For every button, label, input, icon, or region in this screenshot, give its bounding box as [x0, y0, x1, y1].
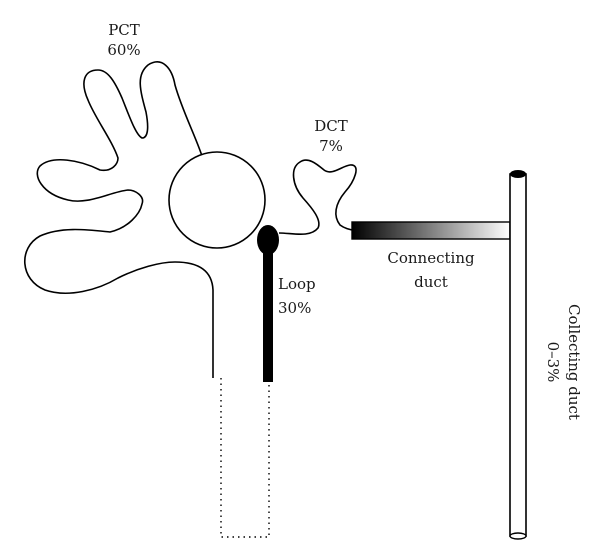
connecting-duct-label-2: duct: [414, 273, 448, 291]
dct-percent: 7%: [319, 137, 343, 155]
collecting-duct-bottom: [509, 532, 527, 540]
glomerulus: [168, 151, 266, 249]
pct-percent: 60%: [107, 41, 140, 59]
distal-tubule: [278, 159, 357, 236]
connecting-duct: [351, 221, 511, 240]
loop-label: Loop: [278, 275, 316, 293]
collecting-duct-label-group: Collecting duct 0–3%: [544, 304, 583, 420]
collecting-duct-percent: 0–3%: [544, 342, 562, 383]
collecting-duct-top: [510, 170, 526, 178]
loop-percent: 30%: [278, 299, 311, 317]
collecting-duct: [509, 173, 527, 537]
proximal-tubule: [24, 61, 214, 378]
macula-densa: [257, 225, 279, 255]
pct-label: PCT: [108, 21, 140, 39]
descending-limb: [220, 378, 270, 538]
connecting-duct-label-1: Connecting: [387, 249, 475, 267]
dct-label: DCT: [314, 117, 348, 135]
collecting-duct-label: Collecting duct: [565, 304, 583, 420]
loop-thick-limb: [263, 240, 273, 382]
